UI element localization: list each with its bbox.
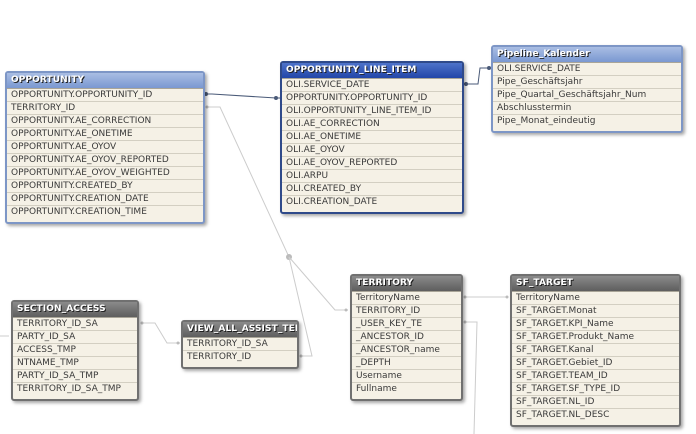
table-title[interactable]: Pipeline_Kalender [493, 47, 681, 62]
link-territory-id-territory[interactable] [288, 256, 348, 311]
field-item[interactable]: OLI.SERVICE_DATE [493, 62, 681, 75]
field-item[interactable]: SF_TARGET.SF_TYPE_ID [512, 382, 679, 395]
field-item[interactable]: Pipe_Geschäftsjahr [493, 75, 681, 88]
field-item[interactable]: TERRITORY_ID [183, 350, 297, 363]
table-title[interactable]: OPPORTUNITY [7, 73, 203, 88]
field-item[interactable]: NTNAME_TMP [13, 356, 137, 369]
field-item[interactable]: OPPORTUNITY.AE_OYOV_REPORTED [7, 153, 203, 166]
field-item[interactable]: OPPORTUNITY.AE_ONETIME [7, 127, 203, 140]
field-item[interactable]: SF_TARGET.KPI_Name [512, 317, 679, 330]
link-territory-id-opportunity[interactable] [206, 106, 290, 258]
link-endpoint [344, 308, 348, 312]
field-item[interactable]: OPPORTUNITY.CREATION_DATE [7, 192, 203, 205]
link-endpoint [463, 295, 467, 299]
field-item[interactable]: _ANCESTOR_ID [352, 330, 461, 343]
table-title[interactable]: SECTION_ACCESS [13, 302, 137, 317]
link-endpoint [274, 96, 278, 100]
field-item[interactable]: OPPORTUNITY.OPPORTUNITY_ID [282, 91, 462, 104]
field-item[interactable]: Pipe_Quartal_Geschäftsjahr_Num [493, 88, 681, 101]
field-item[interactable]: Pipe_Monat_eindeutig [493, 114, 681, 127]
field-item[interactable]: OLI.CREATION_DATE [282, 195, 462, 208]
link-endpoint [204, 92, 208, 96]
table-title[interactable]: VIEW_ALL_ASSIST_TER [183, 322, 297, 337]
field-item[interactable]: OLI.AE_OYOV_REPORTED [282, 156, 462, 169]
link-service-date[interactable] [464, 67, 492, 85]
field-item[interactable]: SF_TARGET.Kanal [512, 343, 679, 356]
link-endpoint [176, 341, 180, 345]
field-item[interactable]: TERRITORY_ID_SA [183, 337, 297, 350]
link-endpoint [140, 321, 144, 325]
field-item[interactable]: TERRITORY_ID [352, 304, 461, 317]
field-item[interactable]: Username [352, 369, 461, 382]
link-endpoint [487, 66, 491, 70]
link-opportunity-id[interactable] [206, 93, 281, 99]
link-territory-id-view[interactable] [288, 256, 313, 357]
field-item[interactable]: SF_TARGET.Gebiet_ID [512, 356, 679, 369]
link-endpoint [205, 105, 209, 109]
field-item[interactable]: OPPORTUNITY.AE_OYOV_WEIGHTED [7, 166, 203, 179]
link-endpoint [464, 82, 468, 86]
field-item[interactable]: SF_TARGET.Monat [512, 304, 679, 317]
field-item[interactable]: TerritoryName [512, 291, 679, 304]
link-user-key[interactable] [464, 321, 478, 434]
field-item[interactable]: OLI.AE_ONETIME [282, 130, 462, 143]
field-item[interactable]: _DEPTH [352, 356, 461, 369]
field-item[interactable]: OPPORTUNITY.AE_CORRECTION [7, 114, 203, 127]
field-item[interactable]: TerritoryName [352, 291, 461, 304]
link-endpoint [505, 295, 509, 299]
field-item[interactable]: OLI.ARPU [282, 169, 462, 182]
table-title[interactable]: SF_TARGET [512, 276, 679, 291]
field-item[interactable]: OPPORTUNITY.OPPORTUNITY_ID [7, 88, 203, 101]
link-endpoint [299, 354, 303, 358]
field-item[interactable]: OLI.AE_OYOV [282, 143, 462, 156]
field-item[interactable]: TERRITORY_ID_SA [13, 317, 137, 330]
field-item[interactable]: OLI.CREATED_BY [282, 182, 462, 195]
field-item[interactable]: TERRITORY_ID_SA_TMP [13, 382, 137, 395]
field-item[interactable]: OLI.OPPORTUNITY_LINE_ITEM_ID [282, 104, 462, 117]
field-item[interactable]: PARTY_ID_SA_TMP [13, 369, 137, 382]
link-endpoint [463, 320, 467, 324]
link-territory-id-sa[interactable] [141, 322, 180, 344]
field-item[interactable]: SF_TARGET.TEAM_ID [512, 369, 679, 382]
field-item[interactable]: _ANCESTOR_name [352, 343, 461, 356]
field-item[interactable]: ACCESS_TMP [13, 343, 137, 356]
field-item[interactable]: OPPORTUNITY.AE_OYOV [7, 140, 203, 153]
field-item[interactable]: SF_TARGET.NL_ID [512, 395, 679, 408]
field-item[interactable]: SF_TARGET.NL_DESC [512, 408, 679, 421]
field-item[interactable]: PARTY_ID_SA [13, 330, 137, 343]
field-item[interactable]: Fullname [352, 382, 461, 395]
table-title[interactable]: TERRITORY [352, 276, 461, 291]
field-item[interactable]: TERRITORY_ID [7, 101, 203, 114]
field-item[interactable]: Abschlusstermin [493, 101, 681, 114]
field-item[interactable]: SF_TARGET.Produkt_Name [512, 330, 679, 343]
field-item[interactable]: OLI.SERVICE_DATE [282, 78, 462, 91]
field-item[interactable]: _USER_KEY_TE [352, 317, 461, 330]
field-item[interactable]: OPPORTUNITY.CREATION_TIME [7, 205, 203, 218]
field-item[interactable]: OPPORTUNITY.CREATED_BY [7, 179, 203, 192]
table-title[interactable]: OPPORTUNITY_LINE_ITEM [282, 63, 462, 78]
field-item[interactable]: OLI.AE_CORRECTION [282, 117, 462, 130]
